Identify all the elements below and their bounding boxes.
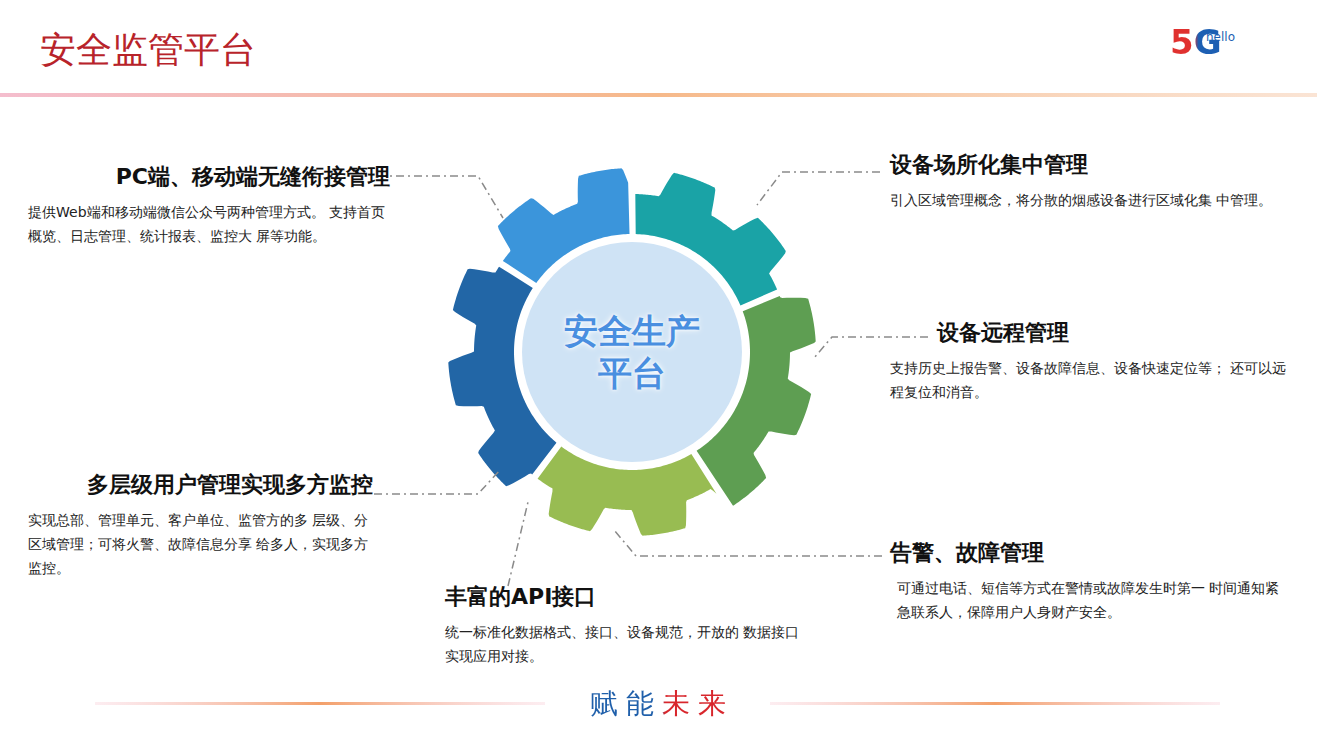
feature-text: 统一标准化数据格式、接口、设备规范，开放的 数据接口实现应用对接。 (445, 620, 810, 668)
feature-text: 提供Web端和移动端微信公众号两种管理方式。 支持首页概览、日志管理、统计报表、… (28, 200, 390, 248)
feature-block: 多层级用户管理实现多方监控实现总部、管理单元、客户单位、监管方的多 层级、分区域… (28, 470, 373, 580)
center-label: 安全生产 平台 (552, 310, 712, 394)
feature-block: 设备场所化集中管理引入区域管理概念，将分散的烟感设备进行区域化集 中管理。 (890, 150, 1290, 212)
title: 安全监管平台 (40, 26, 256, 75)
feature-heading: 丰富的API接口 (445, 582, 810, 612)
gear (448, 168, 815, 535)
feature-block: 告警、故障管理可通过电话、短信等方式在警情或故障发生时第一 时间通知紧急联系人，… (890, 538, 1285, 624)
footer-bar (95, 702, 545, 705)
footer-bar (770, 702, 1220, 705)
leader-line (757, 172, 880, 205)
feature-text: 可通过电话、短信等方式在警情或故障发生时第一 时间通知紧急联系人，保障用户人身财… (890, 576, 1285, 624)
feature-heading: 告警、故障管理 (890, 538, 1285, 568)
feature-heading: 多层级用户管理实现多方监控 (28, 470, 373, 500)
center-circle: 安全生产 平台 (522, 242, 742, 462)
feature-block: 设备远程管理支持历史上报告警、设备故障信息、设备快速定位等； 还可以远程复位和消… (890, 318, 1295, 404)
slogan: 赋能未来 (590, 685, 734, 723)
feature-text: 实现总部、管理单元、客户单位、监管方的多 层级、分区域管理；可将火警、故障信息分… (28, 508, 373, 580)
leader-line (374, 470, 500, 494)
feature-text: 支持历史上报告警、设备故障信息、设备快速定位等； 还可以远程复位和消音。 (890, 356, 1295, 404)
leader-line (614, 530, 882, 556)
feature-heading: 设备远程管理 (890, 318, 1295, 348)
gear-hub-ring (518, 238, 746, 466)
header-bar (0, 93, 1317, 97)
feature-block: 丰富的API接口统一标准化数据格式、接口、设备规范，开放的 数据接口实现应用对接… (445, 582, 810, 668)
feature-block: PC端、移动端无缝衔接管理提供Web端和移动端微信公众号两种管理方式。 支持首页… (28, 162, 390, 248)
leader-line (378, 176, 503, 218)
feature-heading: 设备场所化集中管理 (890, 150, 1290, 180)
leader-line (814, 337, 928, 358)
feature-heading: PC端、移动端无缝衔接管理 (28, 162, 390, 192)
logo-word: hello (1206, 30, 1235, 44)
feature-text: 引入区域管理概念，将分散的烟感设备进行区域化集 中管理。 (890, 188, 1290, 212)
leader-line (508, 502, 528, 586)
